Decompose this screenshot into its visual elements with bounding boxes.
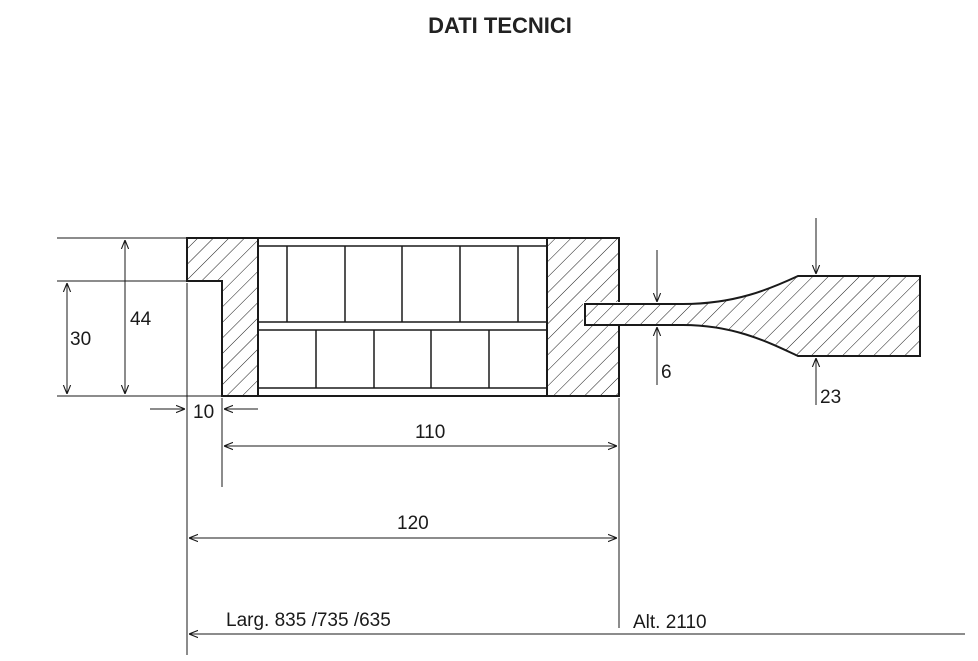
dim-frame-height: 44 [130, 309, 152, 330]
dim-leaf-thickness: 23 [820, 387, 841, 408]
note-height: Alt. 2110 [633, 612, 707, 633]
dim-rebate-width: 10 [193, 402, 214, 423]
note-widths: Larg. 835 /735 /635 [226, 610, 391, 631]
dimension-arrows [67, 240, 965, 634]
frame-core [257, 237, 548, 397]
dim-panel-thickness: 6 [661, 362, 672, 383]
dim-inner-width: 110 [415, 422, 445, 443]
dim-rebate-height: 30 [70, 329, 91, 350]
frame-left-section [186, 237, 259, 397]
dim-total-width: 120 [397, 513, 429, 534]
page-title: DATI TECNICI [428, 13, 572, 38]
door-leaf-section [584, 275, 921, 357]
